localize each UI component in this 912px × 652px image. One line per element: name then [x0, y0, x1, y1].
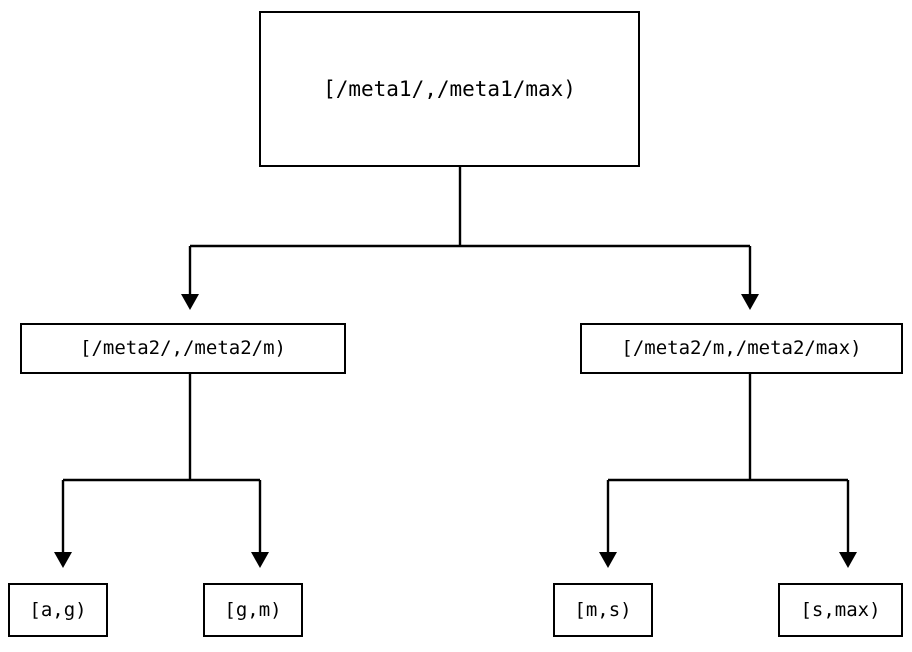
tree-node-mid-right[interactable]: [/meta2/m,/meta2/max)	[580, 323, 903, 374]
tree-node-leaf-ag[interactable]: [a,g)	[8, 583, 108, 637]
tree-node-mid-left[interactable]: [/meta2/,/meta2/m)	[20, 323, 346, 374]
tree-node-root[interactable]: [/meta1/,/meta1/max)	[259, 11, 640, 167]
tree-node-leaf-smax[interactable]: [s,max)	[778, 583, 903, 637]
arrowhead-to-mid-left-icon	[181, 294, 199, 310]
tree-node-leaf-gm[interactable]: [g,m)	[203, 583, 303, 637]
arrowhead-to-mid-right-icon	[741, 294, 759, 310]
arrowhead-to-leaf-gm-icon	[251, 552, 269, 568]
tree-node-leaf-smax-label: [s,max)	[800, 598, 881, 621]
tree-node-mid-left-label: [/meta2/,/meta2/m)	[80, 337, 286, 359]
edge-root-to-children	[181, 167, 759, 310]
tree-node-leaf-gm-label: [g,m)	[224, 598, 282, 621]
tree-node-root-label: [/meta1/,/meta1/max)	[323, 76, 576, 101]
arrowhead-to-leaf-ag-icon	[54, 552, 72, 568]
tree-node-leaf-ag-label: [a,g)	[29, 598, 87, 621]
edge-mid-right-to-children	[599, 374, 857, 568]
arrowhead-to-leaf-ms-icon	[599, 552, 617, 568]
edge-mid-left-to-children	[54, 374, 269, 568]
arrowhead-to-leaf-smax-icon	[839, 552, 857, 568]
tree-node-leaf-ms[interactable]: [m,s)	[553, 583, 653, 637]
tree-node-mid-right-label: [/meta2/m,/meta2/max)	[621, 337, 862, 359]
tree-node-leaf-ms-label: [m,s)	[574, 598, 632, 621]
